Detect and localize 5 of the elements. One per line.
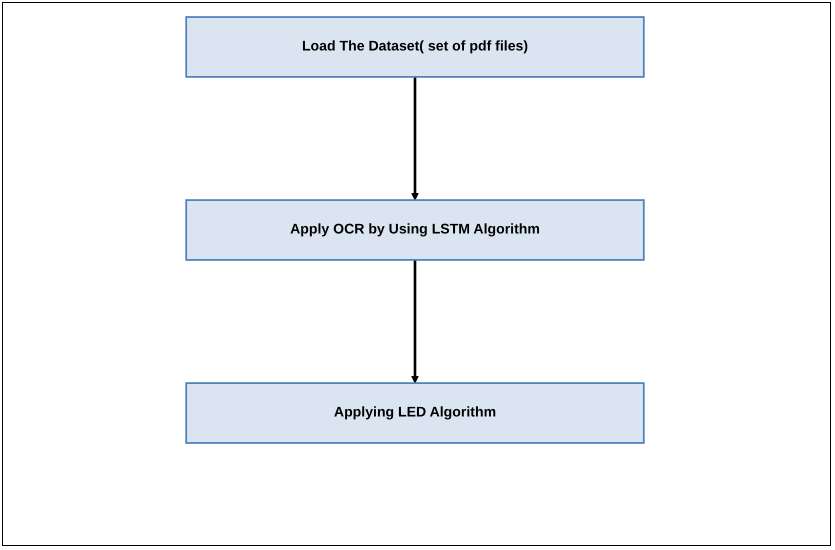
arrow (411, 260, 419, 384)
node-box: Applying LED Algorithm (185, 382, 645, 444)
node-box: Apply OCR by Using LSTM Algorithm (185, 199, 645, 261)
node-box: Load The Dataset( set of pdf files) (185, 16, 645, 78)
arrow (411, 76, 419, 200)
